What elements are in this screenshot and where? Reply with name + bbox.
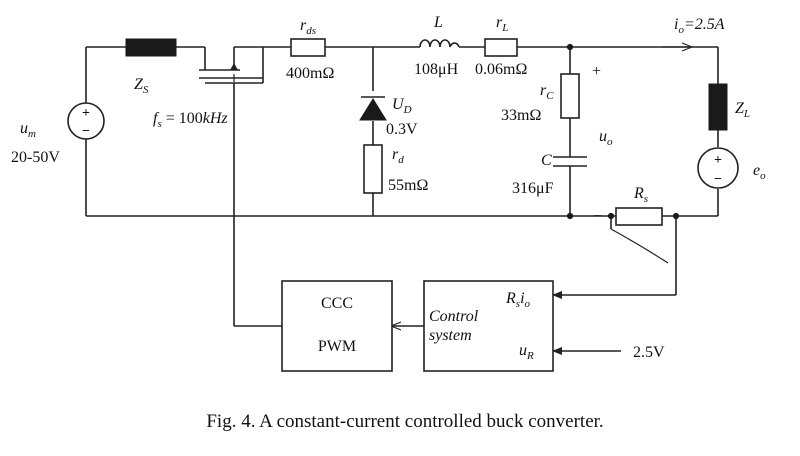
input-voltage-source: + −: [67, 102, 105, 140]
ccc-pwm-block: [281, 280, 393, 372]
control-label-line1: Control: [429, 308, 479, 325]
output-current-label: io=2.5A: [674, 16, 725, 36]
load-impedance-label: ZL: [735, 100, 750, 120]
source-plus: +: [82, 106, 90, 121]
inductor-coil: [419, 39, 460, 48]
labels: um 20-50V ZS fs = 100kHz rds 400mΩ L 108…: [11, 14, 766, 432]
source-minus: −: [82, 124, 90, 139]
rd-resistor: [363, 144, 383, 194]
rc-label: rC: [540, 82, 554, 102]
figure-caption: Fig. 4. A constant-current controlled bu…: [206, 411, 603, 432]
rds-resistor: [290, 38, 326, 57]
load-emf-source: + −: [697, 147, 739, 189]
rl-resistor: [484, 38, 518, 57]
capacitor-value: 316μF: [512, 180, 554, 197]
output-voltage-label: uo: [599, 128, 613, 148]
rd-label: rd: [392, 146, 404, 166]
rc-resistor: [560, 73, 580, 119]
rl-label: rL: [496, 14, 508, 34]
pwm-label: PWM: [318, 338, 356, 355]
rc-value: 33mΩ: [501, 107, 541, 124]
emf-plus: +: [714, 153, 722, 168]
inductor-label: L: [433, 14, 443, 31]
output-plus: +: [592, 63, 601, 80]
rds-label: rds: [300, 17, 316, 37]
rd-value: 55mΩ: [388, 177, 428, 194]
sense-resistor: [615, 207, 663, 226]
sense-resistor-label: Rs: [633, 185, 648, 205]
emf-minus: −: [714, 172, 722, 187]
diode-label: UD: [392, 96, 412, 116]
ccc-label: CCC: [321, 295, 353, 312]
load-impedance-block: [708, 83, 728, 131]
rl-value: 0.06mΩ: [475, 61, 527, 78]
mosfet-switch: [199, 63, 263, 82]
source-range: 20-50V: [11, 149, 60, 166]
diode-value: 0.3V: [386, 121, 418, 138]
output-minus: −: [593, 208, 602, 225]
capacitor-label: C: [541, 152, 552, 169]
junction-dots: [566, 43, 680, 220]
emf-label: eo: [753, 162, 766, 182]
control-reference-input-label: uR: [519, 342, 534, 362]
freewheel-diode: [359, 96, 387, 121]
source-impedance-block: [125, 38, 177, 57]
control-feedback-input-label: Rsio: [505, 290, 531, 310]
rds-value: 400mΩ: [286, 65, 334, 82]
source-label: um: [20, 120, 36, 140]
control-label-line2: system: [429, 327, 472, 344]
source-impedance-label: ZS: [134, 76, 149, 96]
inductor-value: 108μH: [414, 61, 459, 78]
wires: [85, 47, 719, 355]
control-system-block: [423, 280, 554, 372]
output-capacitor: [553, 156, 587, 167]
switching-frequency-label: fs = 100kHz: [153, 110, 228, 130]
reference-value: 2.5V: [633, 344, 665, 361]
